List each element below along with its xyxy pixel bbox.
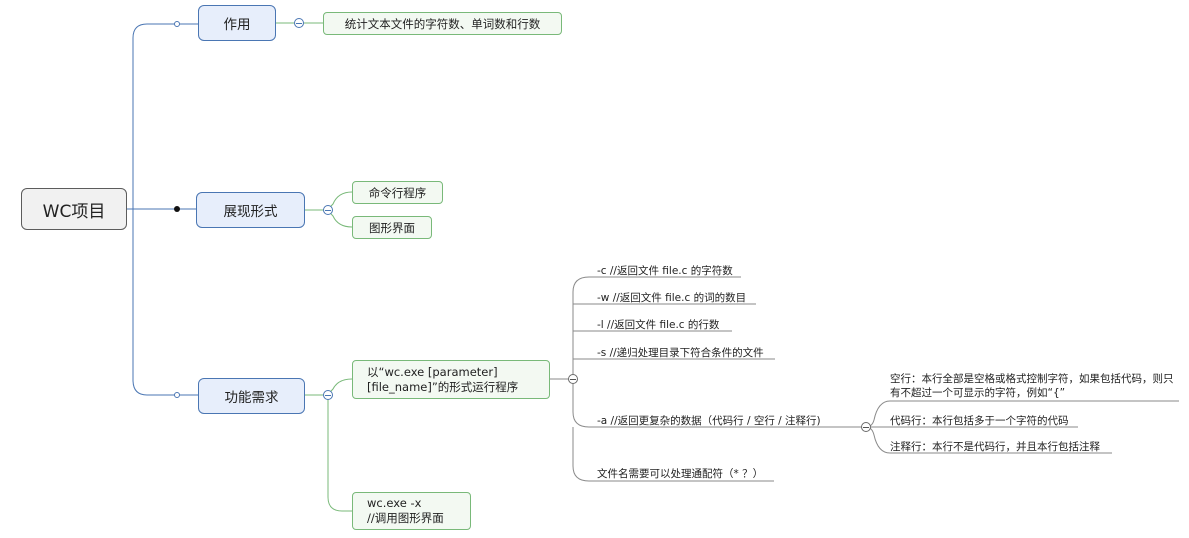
branch-forms[interactable]: 展现形式	[196, 192, 305, 228]
requirements-gui-line1: wc.exe -x	[367, 496, 422, 510]
root-label: WC项目	[42, 201, 106, 222]
cli-collapse-toggle[interactable]	[568, 374, 578, 384]
requirements-cli-line2: [file_name]”的形式运行程序	[367, 379, 519, 394]
purpose-item-label: 统计文本文件的字符数、单词数和行数	[344, 16, 541, 31]
requirements-collapse-marker[interactable]	[174, 392, 180, 398]
leaf-lines	[276, 22, 353, 512]
branch-requirements-label: 功能需求	[224, 390, 279, 406]
requirements-collapse-toggle[interactable]	[323, 390, 333, 400]
option-wildcard[interactable]: 文件名需要可以处理通配符（* ？）	[597, 468, 764, 480]
option-l[interactable]: -l //返回文件 file.c 的行数	[597, 319, 720, 331]
root-node[interactable]: WC项目	[21, 188, 127, 230]
forms-collapse-marker[interactable]	[174, 206, 180, 212]
forms-collapse-toggle[interactable]	[323, 205, 333, 215]
option-w[interactable]: -w //返回文件 file.c 的词的数目	[597, 292, 747, 304]
detail-blank-line[interactable]: 空行：本行全部是空格或格式控制字符，如果包括代码，则只有不超过一个可显示的字符，…	[890, 373, 1174, 399]
requirements-gui-line2: //调用图形界面	[367, 511, 444, 525]
requirements-cli-line1: 以“wc.exe [parameter]	[367, 364, 498, 379]
option-s[interactable]: -s //递归处理目录下符合条件的文件	[597, 347, 764, 359]
forms-item-gui-label: 图形界面	[369, 220, 415, 235]
purpose-item[interactable]: 统计文本文件的字符数、单词数和行数	[323, 12, 562, 35]
option-lines	[550, 276, 840, 482]
requirements-gui-node[interactable]: wc.exe -x //调用图形界面	[352, 492, 471, 530]
branch-purpose[interactable]: 作用	[198, 5, 276, 41]
root-branch-lines	[127, 23, 198, 396]
detail-code-line[interactable]: 代码行：本行包括多于一个字符的代码	[890, 415, 1069, 427]
forms-item-cli-label: 命令行程序	[368, 185, 427, 200]
branch-requirements[interactable]: 功能需求	[198, 378, 305, 414]
branch-purpose-label: 作用	[223, 17, 251, 33]
option-c[interactable]: -c //返回文件 file.c 的字符数	[597, 265, 733, 277]
forms-item-cli[interactable]: 命令行程序	[352, 181, 443, 204]
option-a[interactable]: -a //返回更复杂的数据（代码行 / 空行 / 注释行)	[597, 415, 821, 427]
purpose-collapse-marker[interactable]	[174, 21, 180, 27]
branch-forms-label: 展现形式	[223, 204, 278, 220]
option-a-collapse-toggle[interactable]	[861, 422, 871, 432]
requirements-cli-node[interactable]: 以“wc.exe [parameter] [file_name]”的形式运行程序	[352, 360, 550, 399]
purpose-collapse-toggle[interactable]	[294, 18, 304, 28]
forms-item-gui[interactable]: 图形界面	[352, 216, 432, 239]
detail-comment-line[interactable]: 注释行：本行不是代码行，并且本行包括注释	[890, 441, 1100, 453]
